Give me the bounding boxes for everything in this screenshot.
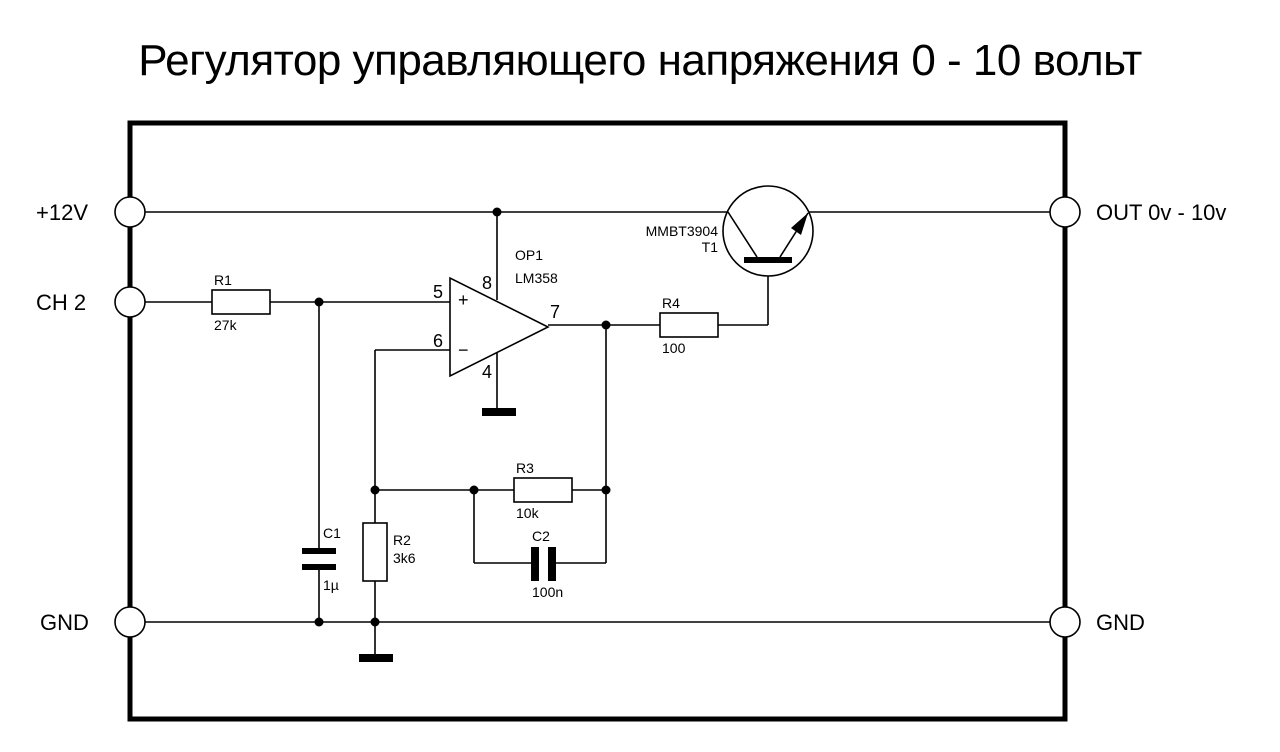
r2-value: 3k6 bbox=[393, 550, 416, 566]
terminal-ch2 bbox=[114, 286, 146, 318]
terminal-gnd-left bbox=[114, 606, 146, 638]
ground-r2 bbox=[359, 654, 393, 662]
opamp-op1 bbox=[449, 276, 550, 378]
terminal-label-gnd-left: GND bbox=[40, 610, 89, 635]
c1-value: 1µ bbox=[323, 577, 339, 593]
wire-gnd-rail bbox=[145, 617, 1050, 627]
board-outline bbox=[127, 120, 1068, 722]
c1-ref: C1 bbox=[323, 525, 341, 541]
resistor-r4 bbox=[659, 312, 719, 338]
terminal-gnd-right bbox=[1049, 606, 1081, 638]
pin-8: 8 bbox=[482, 273, 492, 293]
pin-4: 4 bbox=[482, 362, 492, 382]
t1-value: MMBT3904 bbox=[646, 223, 719, 239]
wire-output bbox=[548, 264, 769, 330]
terminal-label-ch2: CH 2 bbox=[36, 290, 86, 315]
c2-ref: C2 bbox=[532, 528, 550, 544]
opamp-minus-sign: − bbox=[458, 340, 469, 360]
r2-ref: R2 bbox=[393, 532, 411, 548]
r3-value: 10k bbox=[516, 505, 540, 521]
r4-value: 100 bbox=[662, 340, 686, 356]
resistor-r3 bbox=[513, 477, 573, 503]
r1-ref: R1 bbox=[214, 272, 232, 288]
ground-opamp bbox=[482, 353, 516, 416]
transistor-t1 bbox=[722, 185, 814, 277]
wire-input bbox=[145, 297, 450, 622]
terminal-out bbox=[1049, 196, 1081, 228]
pin-5: 5 bbox=[433, 282, 443, 302]
capacitor-c2 bbox=[531, 547, 556, 581]
op1-ref: OP1 bbox=[515, 247, 543, 263]
terminal-label-gnd-right: GND bbox=[1096, 610, 1145, 635]
wire-12v-rail bbox=[145, 207, 1050, 300]
terminal-label-12v: +12V bbox=[36, 200, 88, 225]
resistor-r1 bbox=[211, 289, 271, 315]
terminal-label-out: OUT 0v - 10v bbox=[1096, 200, 1226, 225]
r1-value: 27k bbox=[214, 317, 238, 333]
t1-ref: T1 bbox=[702, 239, 719, 255]
diagram-title: Регулятор управляющего напряжения 0 - 10… bbox=[138, 36, 1142, 85]
r3-ref: R3 bbox=[516, 460, 534, 476]
r4-ref: R4 bbox=[662, 295, 680, 311]
wire-feedback bbox=[370, 325, 611, 564]
opamp-plus-sign: + bbox=[458, 290, 469, 310]
pin-6: 6 bbox=[433, 331, 443, 351]
op1-value: LM358 bbox=[515, 270, 558, 286]
resistor-r2 bbox=[362, 522, 388, 582]
pin-7: 7 bbox=[550, 302, 560, 322]
capacitor-c1 bbox=[302, 548, 336, 570]
terminal-12v bbox=[114, 196, 146, 228]
c2-value: 100n bbox=[532, 584, 563, 600]
